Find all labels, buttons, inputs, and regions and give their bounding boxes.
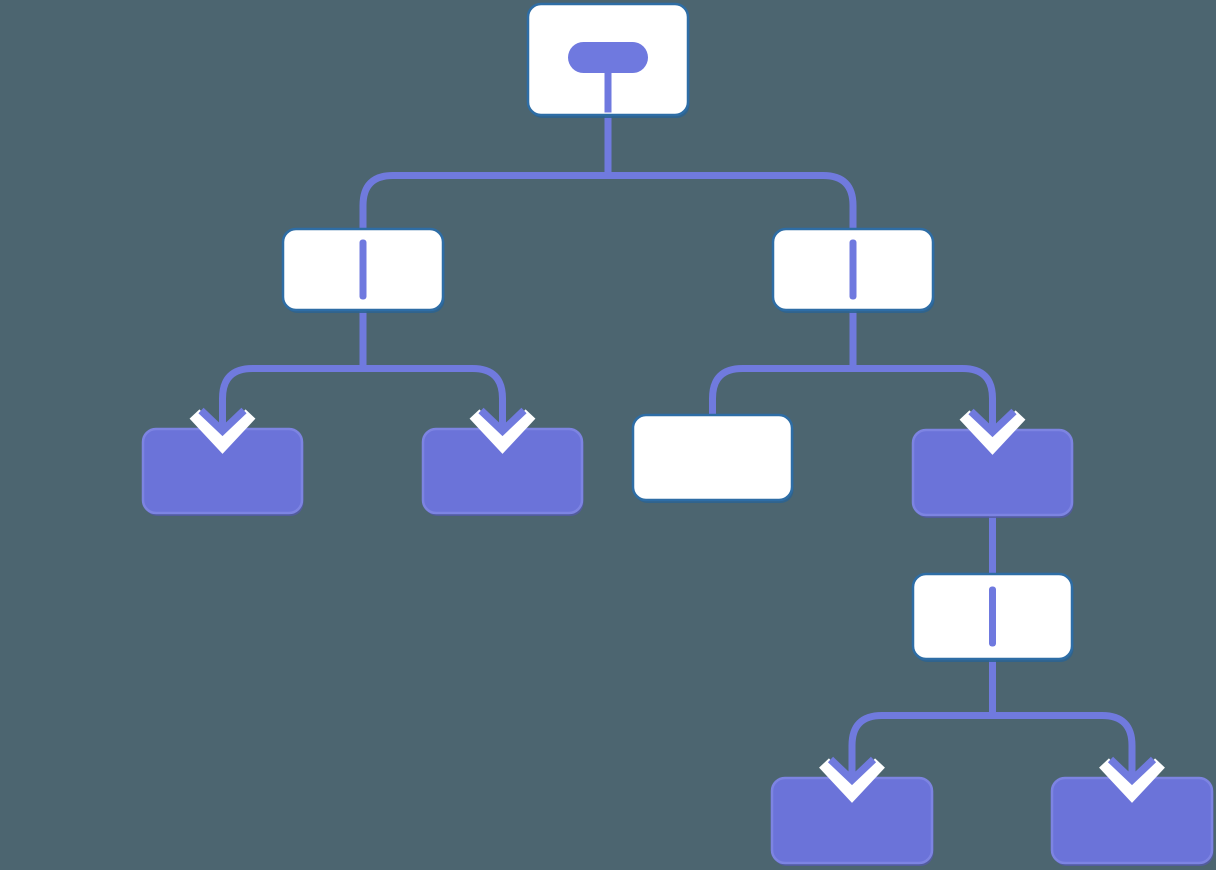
arrow-down-icon [189,407,256,454]
node-option-blank[interactable] [631,413,794,503]
arrow-chevron-white [959,410,1026,455]
arrow-chevron-white [469,409,536,454]
connector-branch [359,172,608,233]
arrow-chevron-white [1099,758,1165,803]
node-leaf-bottom-1[interactable] [770,756,934,867]
connector-branch [848,712,993,780]
node-divider-2[interactable] [911,572,1074,662]
node-leaf-left-1[interactable] [141,407,304,517]
connectors-layer [219,112,1136,780]
connector-branch [709,365,853,419]
node-branch-right[interactable] [771,227,935,313]
connector-branch [992,712,1136,780]
connector-branch [608,172,857,233]
nodes-layer [141,2,1214,867]
divider-bar [989,586,996,647]
node-branch-left[interactable] [281,227,445,313]
connector-branch [363,365,506,431]
arrow-down-icon [959,408,1026,455]
arrow-chevron-purple [478,407,527,437]
node-leaf-bottom-2[interactable] [1050,756,1214,867]
arrow-chevron-purple [827,756,877,786]
arrow-down-icon [469,407,536,454]
arrow-chevron-white [189,409,256,454]
connector-branch-left [219,307,506,431]
divider-bar [849,239,857,300]
connector-branch [853,365,996,432]
arrow-chevron-white [819,758,885,803]
arrow-chevron-purple [968,408,1017,438]
connector-root [359,112,857,233]
node-root[interactable] [526,2,690,118]
connector-divider-2 [848,656,1136,780]
node-card[interactable] [631,413,794,502]
arrow-down-icon [819,756,885,803]
start-pill [568,42,648,73]
node-leaf-left-2[interactable] [421,407,584,517]
arrow-chevron-purple [198,407,247,437]
divider-bar [359,239,367,300]
node-node-right[interactable] [911,408,1074,519]
arrow-chevron-purple [1107,756,1157,786]
start-pill-stem [604,71,612,113]
arrow-down-icon [1099,756,1165,803]
connector-branch [219,365,363,431]
connector-branch-right [709,307,996,432]
